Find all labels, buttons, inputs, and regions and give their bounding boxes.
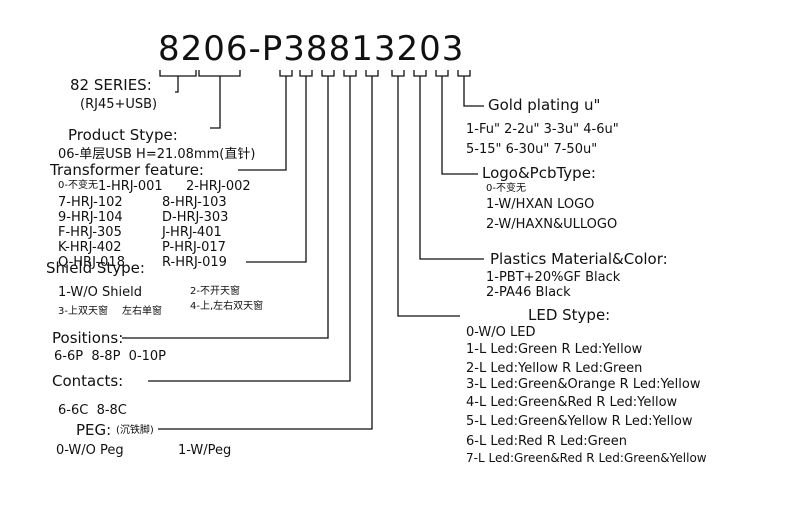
shield-label: Shield Stype: (46, 259, 145, 277)
led-option: 5-L Led:Green&Yellow R Led:Yellow (466, 414, 693, 429)
leader-plastics (419, 76, 484, 260)
leader-product-stype (210, 76, 221, 129)
led-option: 7-L Led:Green&Red R Led:Green&Yellow (466, 451, 707, 465)
peg-option: 1-W/Peg (178, 443, 232, 458)
product-stype-label: Product Stype: (68, 126, 178, 144)
positions-label: Positions: (52, 329, 124, 347)
leader-series (175, 76, 179, 93)
leader-peg (158, 76, 373, 430)
leader-positions (122, 76, 329, 339)
led-option: 0-W/O LED (466, 325, 536, 340)
peg-note: (沉铁脚) (116, 425, 154, 436)
transformer-option: R-HRJ-019 (162, 255, 227, 270)
product-stype-value: 06-单层USB H=21.08mm(直针) (58, 147, 256, 162)
gold-plating-options: 1-Fu" 2-2u" 3-3u" 4-6u" (466, 122, 619, 137)
part-number: 8206-P38813203 (158, 29, 465, 69)
led-option: 2-L Led:Yellow R Led:Green (466, 361, 643, 376)
shield-option: 1-W/O Shield (58, 285, 142, 300)
contacts-options: 6-6C 8-8C (58, 403, 127, 418)
transformer-option: 8-HRJ-103 (162, 195, 227, 210)
shield-option: 左右单窗 (122, 306, 162, 317)
transformer-option: Q-HRJ-018 (58, 255, 125, 270)
leader-gold (463, 76, 484, 107)
bracket-peg (365, 70, 379, 77)
bracket-logo (435, 70, 449, 77)
led-option: 6-L Led:Red R Led:Green (466, 434, 627, 449)
leader-transformer (238, 76, 287, 171)
bracket-plastics (413, 70, 427, 77)
leader-logo (441, 76, 478, 175)
logo-pcb-option: 0-不变无 (486, 183, 526, 194)
transformer-option: K-HRJ-402 (58, 240, 122, 255)
plastics-option: 2-PA46 Black (486, 285, 571, 300)
bracket-product-stype (198, 70, 241, 77)
transformer-option: J-HRJ-401 (162, 225, 222, 240)
shield-option: 2-不开天窗 (190, 286, 240, 297)
bracket-shield (299, 70, 313, 77)
bracket-positions (321, 70, 335, 77)
bracket-series (159, 70, 197, 77)
bracket-contacts (343, 70, 357, 77)
leader-led (397, 76, 460, 317)
series-detail: (RJ45+USB) (80, 97, 158, 112)
leader-contacts (148, 76, 351, 382)
transformer-option: 7-HRJ-102 (58, 195, 123, 210)
gold-plating-options: 5-15" 6-30u" 7-50u" (466, 142, 598, 157)
transformer-option: 9-HRJ-104 (58, 210, 123, 225)
bracket-led (391, 70, 405, 77)
logo-pcb-option: 1-W/HXAN LOGO (486, 197, 595, 212)
positions-options: 6-6P 8-8P 0-10P (54, 349, 167, 364)
led-option: 4-L Led:Green&Red R Led:Yellow (466, 395, 678, 410)
peg-option: 0-W/O Peg (56, 443, 124, 458)
plastics-option: 1-PBT+20%GF Black (486, 270, 621, 285)
transformer-option: 0-不变无 (58, 180, 98, 191)
contacts-label: Contacts: (52, 372, 124, 390)
transformer-option: D-HRJ-303 (162, 210, 229, 225)
led-label: LED Stype: (528, 306, 611, 324)
gold-plating-label: Gold plating u" (488, 96, 601, 114)
bracket-transformer (279, 70, 293, 77)
transformer-option: 1-HRJ-001 (98, 179, 163, 194)
transformer-option: 2-HRJ-002 (186, 179, 251, 194)
series-label: 82 SERIES: (70, 76, 152, 94)
led-option: 3-L Led:Green&Orange R Led:Yellow (466, 377, 701, 392)
logo-pcb-label: Logo&PcbType: (482, 164, 596, 182)
shield-option: 3-上双天窗 (58, 306, 108, 317)
led-option: 1-L Led:Green R Led:Yellow (466, 342, 643, 357)
peg-label: PEG: (76, 421, 112, 439)
plastics-label: Plastics Material&Color: (490, 250, 668, 268)
bracket-gold (457, 70, 471, 77)
transformer-option: F-HRJ-305 (58, 225, 122, 240)
leader-shield (246, 76, 307, 263)
shield-option: 4-上,左右双天窗 (190, 301, 264, 312)
transformer-label: Transformer feature: (50, 161, 204, 179)
transformer-option: P-HRJ-017 (162, 240, 226, 255)
logo-pcb-option: 2-W/HAXN&ULLOGO (486, 217, 618, 232)
